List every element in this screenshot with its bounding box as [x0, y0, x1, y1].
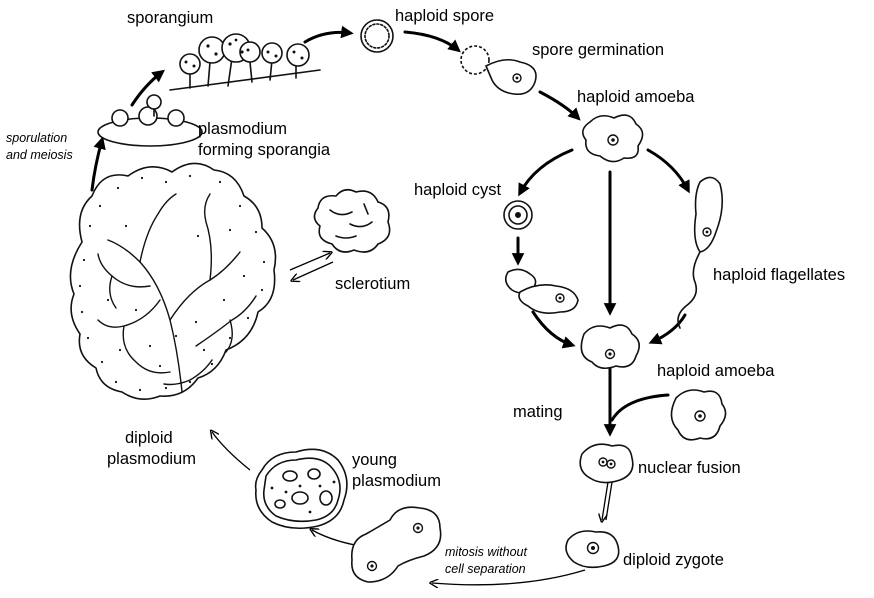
- haploid-spore-illustration: [361, 20, 393, 52]
- label-mitosis-line2: cell separation: [445, 561, 527, 578]
- diploid-plasmodium-illustration: [70, 163, 275, 399]
- haploid-flagellate-illustration: [678, 177, 722, 328]
- label-mitosis-without-cell-separation: mitosis without cell separation: [445, 544, 527, 578]
- label-nuclear-fusion: nuclear fusion: [638, 458, 741, 479]
- spore-germination-illustration: [461, 46, 536, 94]
- sporangium-stalk-2: [199, 37, 225, 86]
- label-haploid-amoeba-top: haploid amoeba: [577, 87, 694, 108]
- label-young-plasmodium-line1: young: [352, 450, 441, 471]
- arrow-spore-to-germination: [405, 32, 458, 50]
- nuclear-fusion-illustration: [580, 444, 633, 482]
- haploid-amoeba-top-illustration: [583, 115, 643, 161]
- diploid-zygote-illustration: [566, 531, 619, 567]
- label-mating: mating: [513, 402, 563, 423]
- label-diploid-plasmodium-line2: plasmodium: [107, 449, 196, 470]
- label-haploid-cyst: haploid cyst: [414, 180, 501, 201]
- label-mitosis-line1: mitosis without: [445, 544, 527, 561]
- label-sporangium: sporangium: [127, 8, 213, 29]
- arrow-amoeba-to-flagellate: [648, 150, 688, 190]
- label-sporulation-line2: and meiosis: [6, 147, 73, 164]
- sporangium-stalk-4: [240, 42, 260, 82]
- label-diploid-zygote: diploid zygote: [623, 550, 724, 571]
- haploid-amoeba-mating-illustration: [671, 390, 725, 440]
- label-spore-germination: spore germination: [532, 40, 664, 61]
- sclerotium-illustration: [314, 190, 389, 252]
- haploid-cyst-illustration: [504, 201, 532, 229]
- arrow-from-sclerotium: [293, 262, 333, 280]
- binucleate-cell-illustration: [352, 507, 441, 582]
- label-haploid-flagellates: haploid flagellates: [713, 265, 845, 286]
- sporangium-illustration: [170, 34, 320, 90]
- excysting-amoeba-illustration: [506, 269, 578, 313]
- arrow-germination-to-amoeba: [540, 92, 578, 118]
- label-young-plasmodium-line2: plasmodium: [352, 471, 441, 492]
- label-young-plasmodium: young plasmodium: [352, 450, 441, 492]
- label-diploid-plasmodium: diploid plasmodium: [107, 428, 196, 470]
- label-sporulation-and-meiosis: sporulation and meiosis: [6, 130, 73, 164]
- arrow-mitosis-to-young: [312, 530, 355, 545]
- young-plasmodium-illustration: [256, 449, 347, 528]
- sporangium-stalk-5: [262, 43, 282, 80]
- label-haploid-amoeba-mid: haploid amoeba: [657, 361, 774, 382]
- label-plasmodium-forming-line2: forming sporangia: [198, 140, 330, 161]
- arrow-amoeba-to-cyst: [520, 150, 572, 193]
- haploid-amoeba-center-illustration: [581, 325, 639, 368]
- arrow-young-to-diploid: [212, 432, 250, 470]
- arrow-mating-join: [612, 395, 668, 420]
- label-diploid-plasmodium-line1: diploid: [107, 428, 196, 449]
- arrow-excyst-to-amoeba: [533, 312, 572, 345]
- label-sclerotium: sclerotium: [335, 274, 410, 295]
- arrow-to-sclerotium: [290, 253, 330, 270]
- label-sporulation-line1: sporulation: [6, 130, 73, 147]
- label-plasmodium-forming-sporangia: plasmodium forming sporangia: [198, 119, 330, 161]
- plasmodium-forming-sporangia-illustration: [98, 95, 202, 146]
- sporangium-stalk-1: [180, 54, 200, 88]
- label-plasmodium-forming-line1: plasmodium: [198, 119, 330, 140]
- arrow-to-spore: [305, 32, 350, 42]
- label-haploid-spore: haploid spore: [395, 6, 494, 27]
